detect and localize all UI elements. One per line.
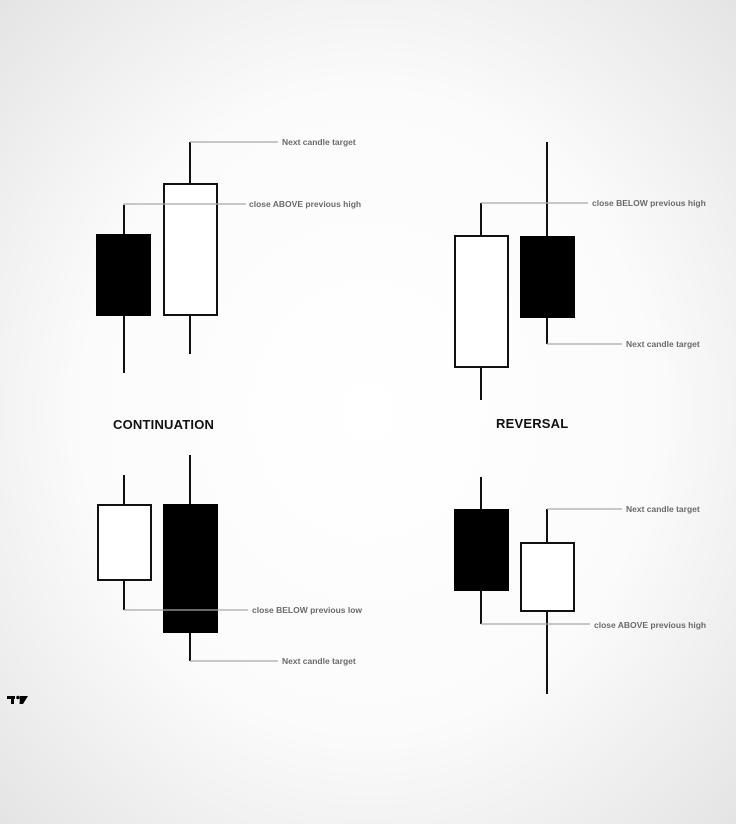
annotation-next-candle-target: Next candle target [626, 339, 700, 349]
annotation-next-candle-target: Next candle target [626, 504, 700, 514]
annotation-next-candle-target: Next candle target [282, 137, 356, 147]
continuation-heading: CONTINUATION [113, 417, 215, 432]
candle-2-bearish-body [520, 236, 575, 318]
candle-2-bullish-body [163, 183, 218, 316]
candle-1-bearish-body [454, 509, 509, 591]
candle-2-bearish-body [163, 504, 218, 633]
panel-continuation-bearish: close BELOW previous low Next candle tar… [97, 455, 362, 666]
tradingview-logo-mark [7, 695, 28, 704]
annotation-close-above-previous-high: close ABOVE previous high [249, 199, 361, 209]
annotation-close-below-previous-high: close BELOW previous high [592, 198, 706, 208]
annotation-next-candle-target: Next candle target [282, 656, 356, 666]
annotation-close-below-previous-low: close BELOW previous low [252, 605, 362, 615]
reversal-heading: REVERSAL [496, 416, 569, 431]
annotation-close-above-previous-high: close ABOVE previous high [594, 620, 706, 630]
candle-2-bullish-body [520, 542, 575, 612]
panel-continuation-bullish: Next candle target close ABOVE previous … [96, 137, 361, 373]
tradingview-logo-icon [7, 694, 29, 709]
candle-1-bearish-body [96, 234, 151, 316]
panel-reversal-bearish: close BELOW previous high Next candle ta… [454, 142, 706, 400]
panel-reversal-bullish: Next candle target close ABOVE previous … [454, 477, 706, 694]
close-leader-line [123, 203, 246, 205]
candle-1-bullish-body [454, 235, 509, 368]
candle-1-bullish-body [97, 504, 152, 581]
